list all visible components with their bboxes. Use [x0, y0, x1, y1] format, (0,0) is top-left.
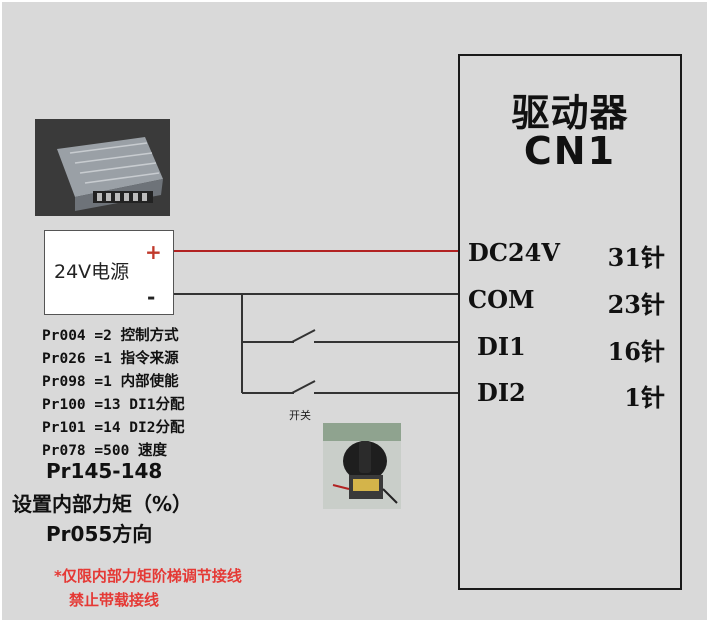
- selector-switch-photo: [323, 423, 401, 509]
- driver-box: [458, 54, 682, 590]
- param-line: Pr078 =500 速度: [42, 443, 168, 459]
- di1-switch-contact: [291, 329, 316, 343]
- param-line: Pr026 =1 指令来源: [42, 351, 179, 367]
- direction-param: Pr055方向: [46, 522, 153, 546]
- positive-terminal: +: [145, 240, 162, 264]
- switch-caption: 开关: [289, 409, 311, 422]
- warning-note: 禁止带载接线: [69, 591, 160, 609]
- pin-label-di2: DI2: [477, 378, 526, 407]
- param-line: Pr100 =13 DI1分配: [42, 397, 185, 413]
- pin-label-di1: DI1: [477, 332, 526, 361]
- negative-terminal: -: [147, 285, 156, 309]
- pin-value-dc24v: 31针: [607, 243, 665, 272]
- pin-value-di1: 16针: [607, 337, 665, 366]
- param-line: Pr004 =2 控制方式: [42, 328, 179, 344]
- torque-param-range: Pr145-148: [46, 459, 163, 483]
- power-supply-box: [44, 230, 174, 315]
- pin-value-com: 23针: [607, 290, 665, 319]
- pin-label-com: COM: [468, 285, 535, 314]
- torque-param-description: 设置内部力矩（%）: [12, 492, 193, 516]
- param-line: Pr098 =1 内部使能: [42, 374, 179, 390]
- power-supply-label: 24V电源: [54, 261, 130, 283]
- pin-label-dc24v: DC24V: [468, 238, 560, 267]
- driver-title: 驱动器: [511, 91, 629, 135]
- power-supply-photo: [35, 119, 170, 216]
- param-line: Pr101 =14 DI2分配: [42, 420, 185, 436]
- warning-note: *仅限内部力矩阶梯调节接线: [54, 567, 242, 585]
- di2-switch-contact: [291, 380, 316, 394]
- pin-value-di2: 1针: [624, 383, 665, 412]
- driver-connector-label: CN1: [523, 129, 617, 173]
